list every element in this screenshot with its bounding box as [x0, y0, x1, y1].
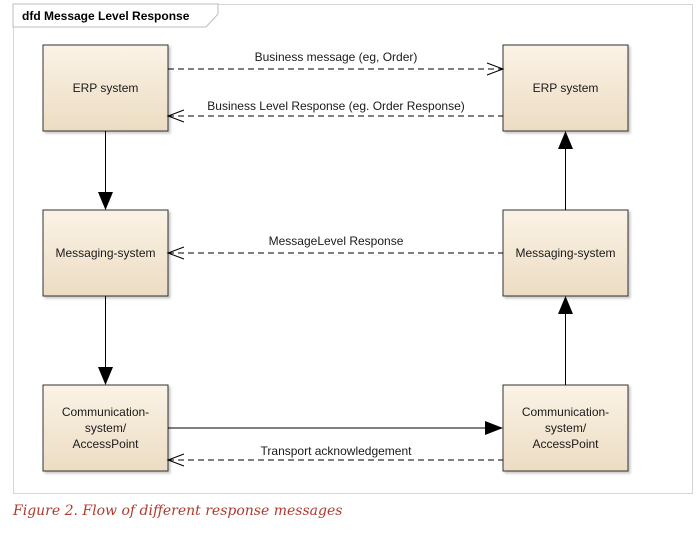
edge-business-response: Business Level Response (eg. Order Respo… [166, 99, 503, 123]
node-comm-left-line-2: system/ [85, 421, 127, 435]
edge-message-level-response: MessageLevel Response [166, 234, 503, 260]
frame-tab [12, 3, 219, 28]
flow-comm-to-messaging-right [558, 296, 573, 385]
node-comm-left-line-3: AccessPoint [72, 437, 139, 451]
flow-erp-to-messaging-left [98, 131, 113, 210]
node-msg-left-label: Messaging-system [55, 246, 155, 260]
edge-comm-transfer [168, 421, 503, 435]
node-erp-right: ERP system [502, 44, 629, 132]
node-erp-left-label: ERP system [73, 81, 139, 95]
node-comm-right-line-2: system/ [545, 421, 587, 435]
node-erp-left: ERP system [42, 44, 169, 132]
edge-transport-ack-label: Transport acknowledgement [261, 444, 413, 458]
figure-caption: Figure 2. Flow of different response mes… [13, 503, 343, 519]
node-msg-right-label: Messaging-system [515, 246, 615, 260]
edge-business-message-label: Business message (eg, Order) [255, 50, 418, 64]
node-comm-right-line-1: Communication- [522, 405, 609, 419]
node-comm-right: Communication- system/ AccessPoint [502, 384, 629, 472]
frame-label: dfd Message Level Response [22, 9, 190, 23]
edge-transport-ack: Transport acknowledgement [166, 444, 503, 467]
node-comm-left: Communication- system/ AccessPoint [42, 384, 169, 472]
node-msg-left: Messaging-system [42, 209, 169, 297]
node-erp-right-label: ERP system [533, 81, 599, 95]
diagram-frame [13, 4, 693, 494]
edge-message-level-response-label: MessageLevel Response [269, 234, 404, 248]
node-msg-right: Messaging-system [502, 209, 629, 297]
node-comm-left-line-1: Communication- [62, 405, 149, 419]
flow-messaging-to-comm-left [98, 296, 113, 385]
edge-business-response-label: Business Level Response (eg. Order Respo… [207, 99, 464, 113]
edge-business-message: Business message (eg, Order) [168, 50, 505, 76]
node-comm-right-line-3: AccessPoint [532, 437, 599, 451]
flow-messaging-to-erp-right [558, 131, 573, 210]
